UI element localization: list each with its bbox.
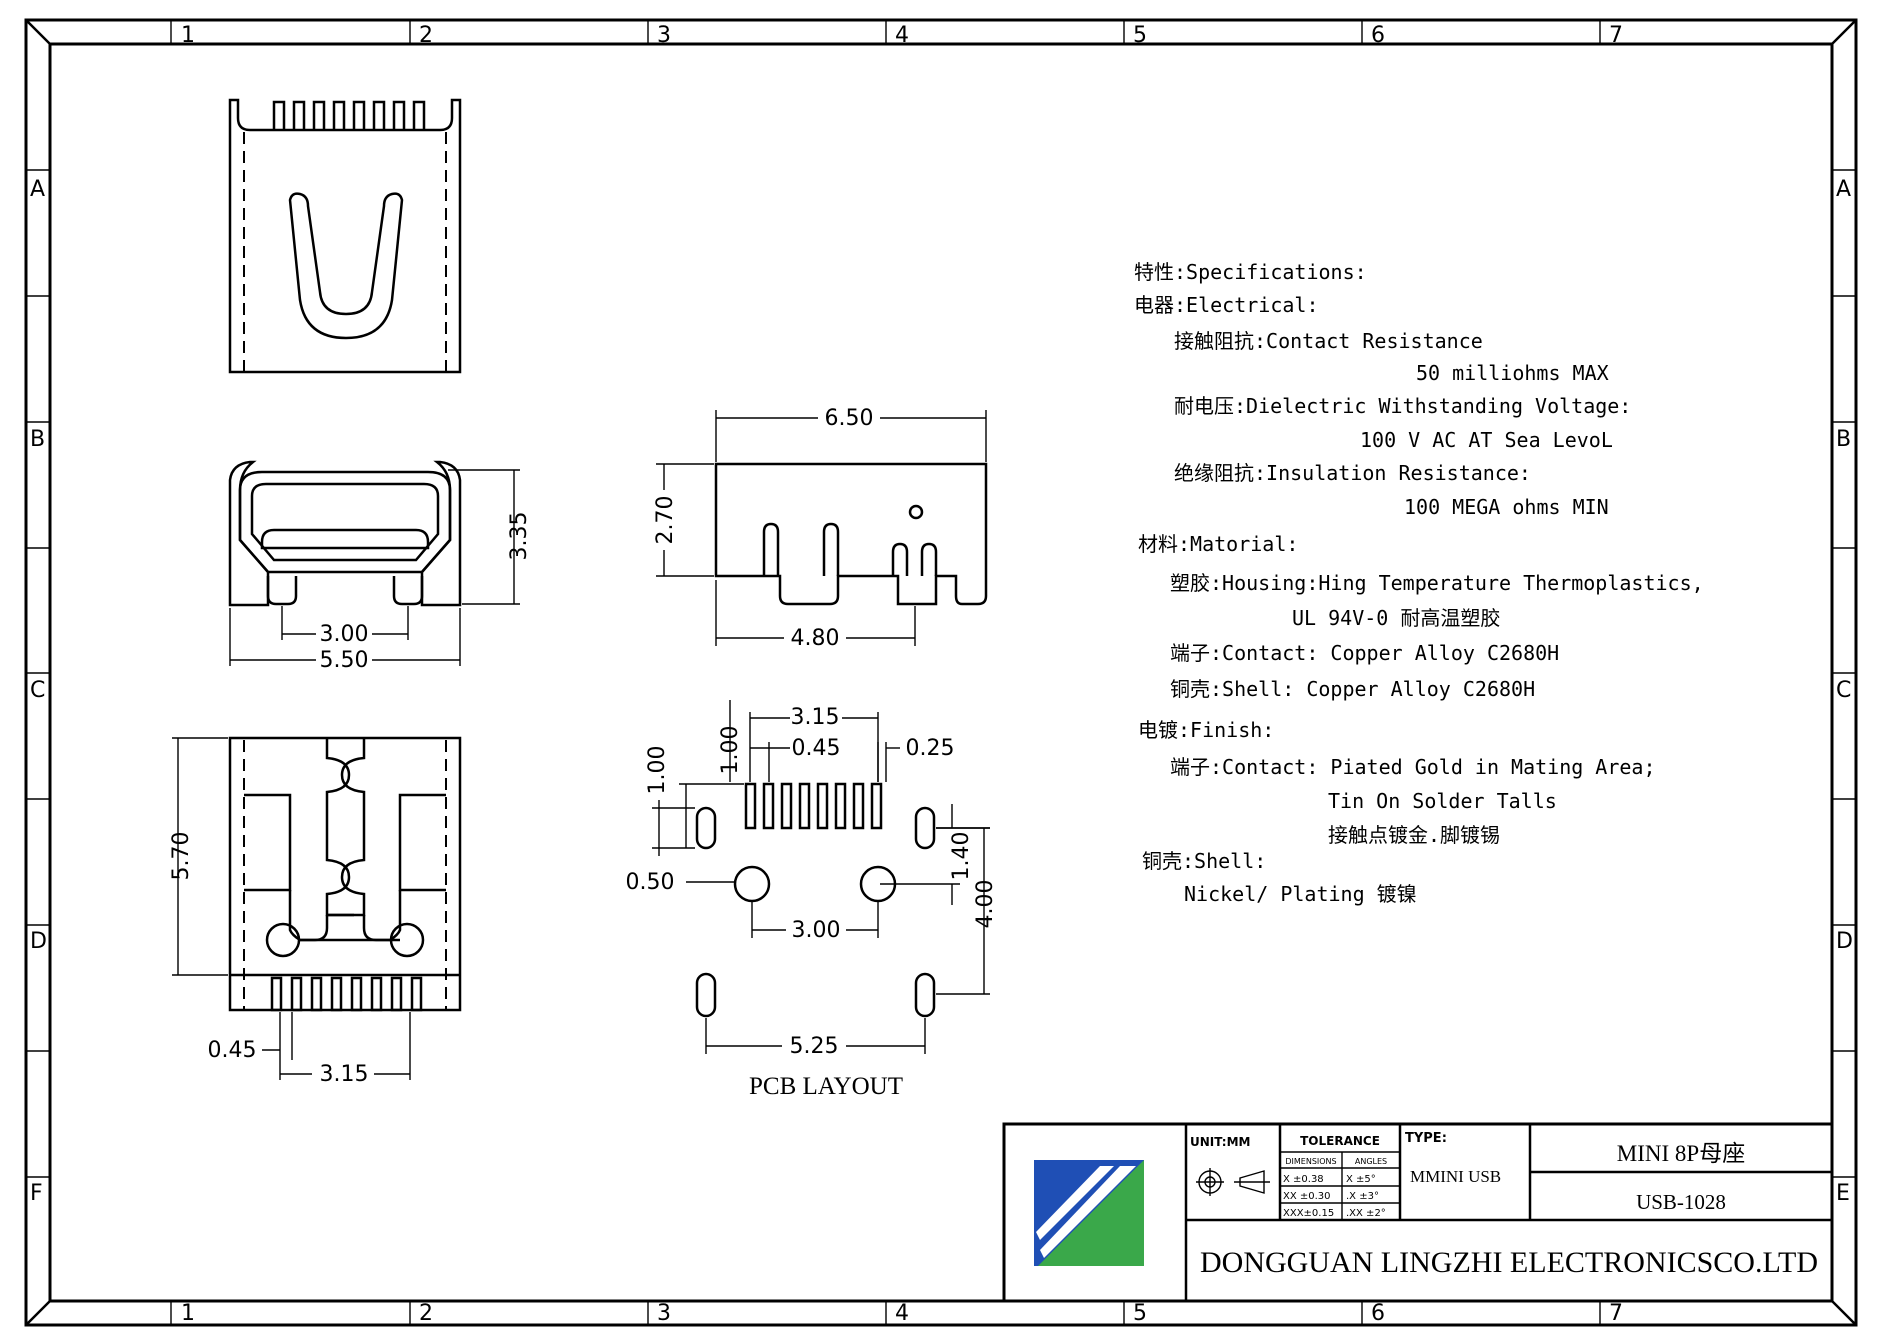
dim-pcb-0-50: 0.50	[626, 870, 675, 895]
spec-line: 端子:Contact: Copper Alloy C2680H	[1170, 641, 1559, 665]
tol-ang-row: .X ±3°	[1346, 1191, 1379, 1202]
spec-line: 电器:Electrical:	[1134, 293, 1319, 317]
type-value: MMINI USB	[1410, 1167, 1501, 1186]
col-label-bottom-7: 7	[1609, 1301, 1623, 1326]
tol-ang-row: .XX ±2°	[1346, 1208, 1386, 1219]
logo-white-stripe	[1036, 1166, 1114, 1240]
tol-dim-row: XX ±0.30	[1283, 1191, 1331, 1202]
bottom-view: 5.70 0.45 3.15	[169, 736, 462, 1087]
row-label-right-d: D	[1836, 929, 1853, 954]
col-label-top-7: 7	[1609, 23, 1623, 48]
company-logo	[1034, 1160, 1144, 1266]
title-block: UNIT:MM TOLERANCE DIMENSIONS ANGLES X ±0…	[1002, 1122, 1834, 1303]
dim-pcb-0-45: 0.45	[792, 736, 841, 761]
spec-line: Tin On Solder Talls	[1328, 789, 1557, 813]
spec-line: 端子:Contact: Piated Gold in Mating Area;	[1170, 755, 1656, 779]
col-label-top-5: 5	[1133, 23, 1147, 48]
row-label-right-c: C	[1836, 678, 1851, 703]
front-view: 3.35 3.00 5.50	[228, 460, 532, 673]
top-view	[228, 98, 462, 374]
dim-pcb-3-00: 3.00	[792, 918, 841, 943]
drawing-frame: 1 2 3 4 5 6 7 1 2 3 4 5 6 7 A B C D F A …	[24, 18, 1858, 1327]
tolerance-header: TOLERANCE	[1300, 1134, 1380, 1148]
dim-front-3-00: 3.00	[320, 622, 369, 647]
part-name: MINI 8P母座	[1617, 1141, 1745, 1166]
side-view: 6.50 2.70 4.80	[653, 406, 988, 651]
spec-line: 绝缘阻抗:Insulation Resistance:	[1174, 461, 1531, 485]
col-label-top-1: 1	[181, 23, 195, 48]
dim-pcb-0-25: 0.25	[906, 736, 955, 761]
col-label-bottom-2: 2	[419, 1301, 433, 1326]
spec-line: 接触阻抗:Contact Resistance	[1174, 329, 1483, 353]
col-label-bottom-6: 6	[1371, 1301, 1385, 1326]
dim-pcb-1-00-b: 1.00	[645, 746, 670, 795]
col-label-top-6: 6	[1371, 23, 1385, 48]
col-label-bottom-3: 3	[657, 1301, 671, 1326]
dim-pcb-3-15: 3.15	[791, 705, 840, 730]
col-label-bottom-1: 1	[181, 1301, 195, 1326]
row-label-left-a: A	[30, 177, 45, 202]
spec-line: 特性:Specifications:	[1134, 260, 1367, 284]
tol-dim-row: X ±0.38	[1283, 1174, 1324, 1185]
tol-ang-row: X ±5°	[1346, 1174, 1376, 1185]
row-label-left-b: B	[30, 427, 45, 452]
dim-side-6-50: 6.50	[825, 406, 874, 431]
dim-pcb-1-40: 1.40	[949, 832, 974, 881]
dim-bottom-3-15: 3.15	[320, 1062, 369, 1087]
spec-line: 铜壳:Shell: Copper Alloy C2680H	[1170, 677, 1535, 701]
spec-line: 塑胶:Housing:Hing Temperature Thermoplasti…	[1170, 571, 1704, 595]
dim-front-3-35: 3.35	[507, 512, 532, 561]
projection-symbol	[1196, 1168, 1270, 1196]
company-name: DONGGUAN LINGZHI ELECTRONICSCO.LTD	[1200, 1246, 1818, 1279]
dim-side-2-70: 2.70	[653, 496, 678, 545]
dimensions-header: DIMENSIONS	[1285, 1157, 1336, 1166]
spec-line: UL 94V-0 耐高温塑胶	[1292, 606, 1500, 630]
dim-front-5-50: 5.50	[320, 648, 369, 673]
row-label-right-a: A	[1836, 177, 1851, 202]
part-number: USB-1028	[1636, 1190, 1726, 1214]
dim-bottom-5-70: 5.70	[169, 832, 194, 881]
spec-line: 100 MEGA ohms MIN	[1404, 495, 1609, 519]
spec-line: 铜壳:Shell:	[1142, 849, 1266, 873]
spec-line: 耐电压:Dielectric Withstanding Voltage:	[1174, 394, 1631, 418]
row-label-left-d: D	[30, 929, 47, 954]
pcb-layout-view: 3.15 1.00 0.45 0.25 1.00 1.40 0.50 4.00 …	[626, 700, 998, 1100]
dim-pcb-5-25: 5.25	[790, 1034, 839, 1059]
spec-line: 50 milliohms MAX	[1416, 361, 1609, 385]
spec-line: 接触点镀金.脚镀锡	[1328, 823, 1500, 847]
col-label-top-4: 4	[895, 23, 909, 48]
dim-pcb-1-00-a: 1.00	[718, 726, 743, 775]
spec-line: 100 V AC AT Sea LevoL	[1360, 428, 1613, 452]
row-label-left-f: F	[30, 1181, 43, 1206]
dim-pcb-4-00: 4.00	[973, 880, 998, 929]
logo-green-triangle	[1038, 1160, 1144, 1266]
dim-bottom-0-45: 0.45	[208, 1038, 257, 1063]
row-label-left-c: C	[30, 678, 45, 703]
dim-side-4-80: 4.80	[791, 626, 840, 651]
col-label-bottom-5: 5	[1133, 1301, 1147, 1326]
col-label-top-3: 3	[657, 23, 671, 48]
tol-dim-row: XXX±0.15	[1283, 1208, 1334, 1219]
col-label-bottom-4: 4	[895, 1301, 909, 1326]
spec-line: Nickel/ Plating 镀镍	[1184, 882, 1417, 906]
logo-white-stripe	[1040, 1166, 1136, 1258]
pcb-layout-label: PCB LAYOUT	[749, 1073, 903, 1100]
unit-label: UNIT:MM	[1190, 1135, 1250, 1149]
col-label-top-2: 2	[419, 23, 433, 48]
type-label: TYPE:	[1405, 1131, 1447, 1146]
specifications-block: 特性:Specifications: 电器:Electrical: 接触阻抗:C…	[1134, 260, 1704, 906]
spec-line: 电镀:Finish:	[1138, 718, 1274, 742]
angles-header: ANGLES	[1355, 1157, 1387, 1166]
row-label-right-b: B	[1836, 427, 1851, 452]
spec-line: 材料:Matorial:	[1138, 532, 1298, 556]
row-label-right-e: E	[1836, 1181, 1850, 1206]
